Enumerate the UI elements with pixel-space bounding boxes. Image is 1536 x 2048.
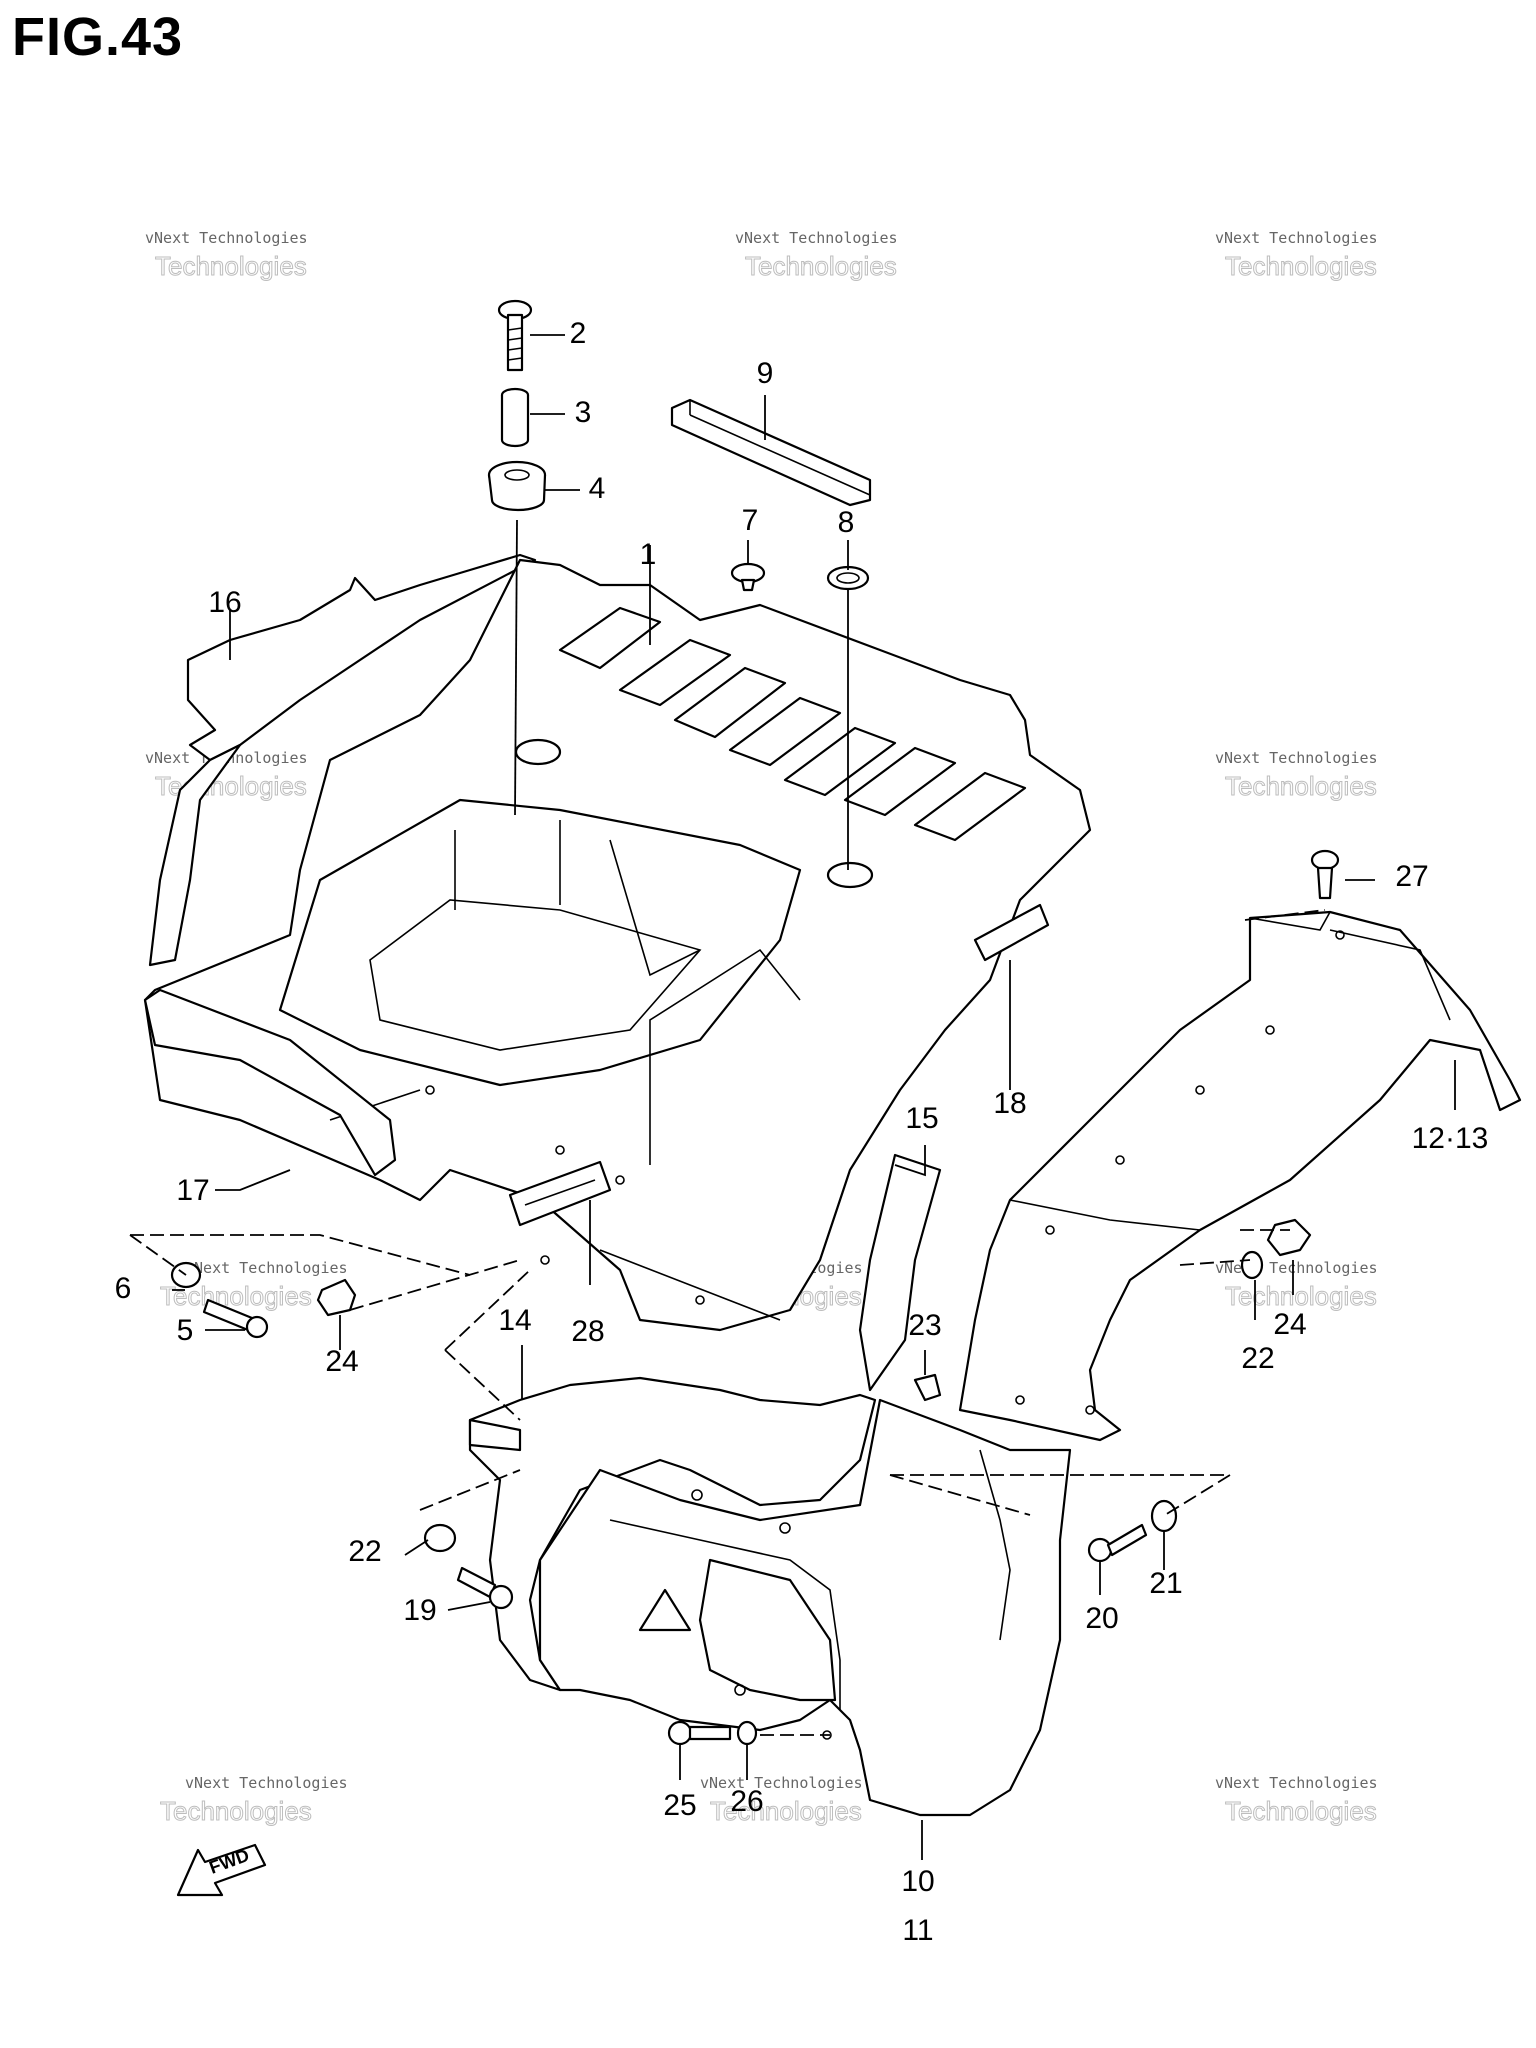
callout-24-right: 24: [1273, 1308, 1306, 1341]
svg-text:Technologies: Technologies: [710, 1796, 862, 1826]
callout-20: 20: [1085, 1602, 1118, 1635]
callout-21: 21: [1149, 1567, 1182, 1600]
part-14-lower-mudguard: [468, 1376, 877, 1692]
callout-26: 26: [730, 1785, 763, 1818]
watermark: Technologies vNext Technologies: [1215, 229, 1378, 282]
callout-28: 28: [571, 1315, 604, 1348]
svg-text:Technologies: Technologies: [160, 1796, 312, 1826]
svg-text:vNext Technologies: vNext Technologies: [185, 1259, 348, 1277]
part-22-washer-right: [1240, 1250, 1264, 1280]
part-4-grommet: [487, 460, 547, 512]
part-28-emblem: [508, 1160, 612, 1227]
callout-19: 19: [403, 1594, 436, 1627]
watermark: Technologies vNext Technologies: [700, 1774, 863, 1827]
part-19-screw: [456, 1566, 514, 1610]
callout-14: 14: [498, 1304, 531, 1337]
part-8-grommet: [826, 565, 870, 591]
fwd-arrow-icon: FWD: [176, 1843, 267, 1897]
watermark: Technologies vNext Technologies: [160, 1774, 348, 1827]
part-12-13-side-fender: [958, 910, 1522, 1442]
part-24-nut-right: [1266, 1218, 1312, 1257]
part-5-screw: [202, 1298, 269, 1339]
part-24-nut-left: [316, 1278, 357, 1317]
watermark: Technologies vNext Technologies: [145, 229, 308, 282]
svg-text:vNext Technologies: vNext Technologies: [1215, 1774, 1378, 1792]
callout-7: 7: [742, 504, 759, 537]
watermark: Technologies vNext Technologies: [1215, 1259, 1378, 1312]
svg-text:vNext Technologies: vNext Technologies: [185, 1774, 348, 1792]
callout-18: 18: [993, 1087, 1026, 1120]
svg-text:Technologies: Technologies: [1225, 1281, 1377, 1311]
svg-text:vNext Technologies: vNext Technologies: [1215, 1259, 1378, 1277]
callout-17: 17: [176, 1174, 209, 1207]
svg-text:Technologies: Technologies: [155, 251, 307, 281]
callout-22-right: 22: [1241, 1342, 1274, 1375]
callout-1: 1: [640, 538, 657, 571]
part-7-clip: [730, 562, 766, 592]
svg-text:vNext Technologies: vNext Technologies: [735, 229, 898, 247]
figure-title: FIG.43: [12, 7, 184, 67]
callout-9: 9: [757, 357, 774, 390]
part-20-screw: [1087, 1523, 1148, 1563]
exploded-lines: [129, 909, 1326, 1736]
callout-labels: 1 2 3 4 5 6 7 8 9 10 11 12·13 14 15 16 1…: [115, 317, 1489, 1947]
svg-text:vNext Technologies: vNext Technologies: [1215, 229, 1378, 247]
svg-text:Technologies: Technologies: [1225, 251, 1377, 281]
callout-15: 15: [905, 1102, 938, 1135]
callout-10: 10: [901, 1865, 934, 1898]
watermark: Technologies vNext Technologies: [1215, 749, 1378, 802]
callout-22-left: 22: [348, 1535, 381, 1568]
callout-24-left: 24: [325, 1345, 358, 1378]
callout-2: 2: [570, 317, 587, 350]
leader-lines: [172, 334, 1456, 1860]
callout-3: 3: [575, 396, 592, 429]
callout-16: 16: [208, 586, 241, 619]
callout-12-13: 12·13: [1412, 1122, 1489, 1155]
part-21-washer: [1150, 1499, 1178, 1533]
part-16-side-flap: [148, 553, 537, 967]
callout-4: 4: [589, 472, 606, 505]
part-9-cushion: [670, 398, 872, 507]
callout-11: 11: [902, 1914, 933, 1947]
svg-text:Technologies: Technologies: [745, 251, 897, 281]
watermark: Technologies vNext Technologies: [1215, 1774, 1378, 1827]
watermark: Technologies vNext Technologies: [735, 229, 898, 282]
svg-text:Technologies: Technologies: [1225, 771, 1377, 801]
svg-text:vNext Technologies: vNext Technologies: [1215, 749, 1378, 767]
callout-6: 6: [115, 1272, 132, 1305]
svg-text:vNext Technologies: vNext Technologies: [145, 229, 308, 247]
callout-23: 23: [908, 1309, 941, 1342]
part-27-clip: [1310, 849, 1340, 900]
part-3-collar: [500, 387, 530, 448]
part-15-inner-liner: [858, 1153, 942, 1392]
part-10-11-rear-mudguard: [538, 1398, 1072, 1817]
part-26-washer: [736, 1720, 758, 1746]
part-22-washer-left: [423, 1523, 457, 1553]
callout-5: 5: [177, 1314, 194, 1347]
callout-8: 8: [838, 506, 855, 539]
part-2-bolt: [497, 299, 533, 372]
part-25-bolt: [667, 1720, 732, 1746]
part-23-clip: [913, 1373, 942, 1402]
part-17-stay: [143, 988, 397, 1177]
svg-text:Technologies: Technologies: [1225, 1796, 1377, 1826]
callout-27: 27: [1395, 860, 1428, 893]
part-18-seal: [973, 903, 1050, 962]
callout-25: 25: [663, 1789, 696, 1822]
svg-text:vNext Technologies: vNext Technologies: [700, 1774, 863, 1792]
